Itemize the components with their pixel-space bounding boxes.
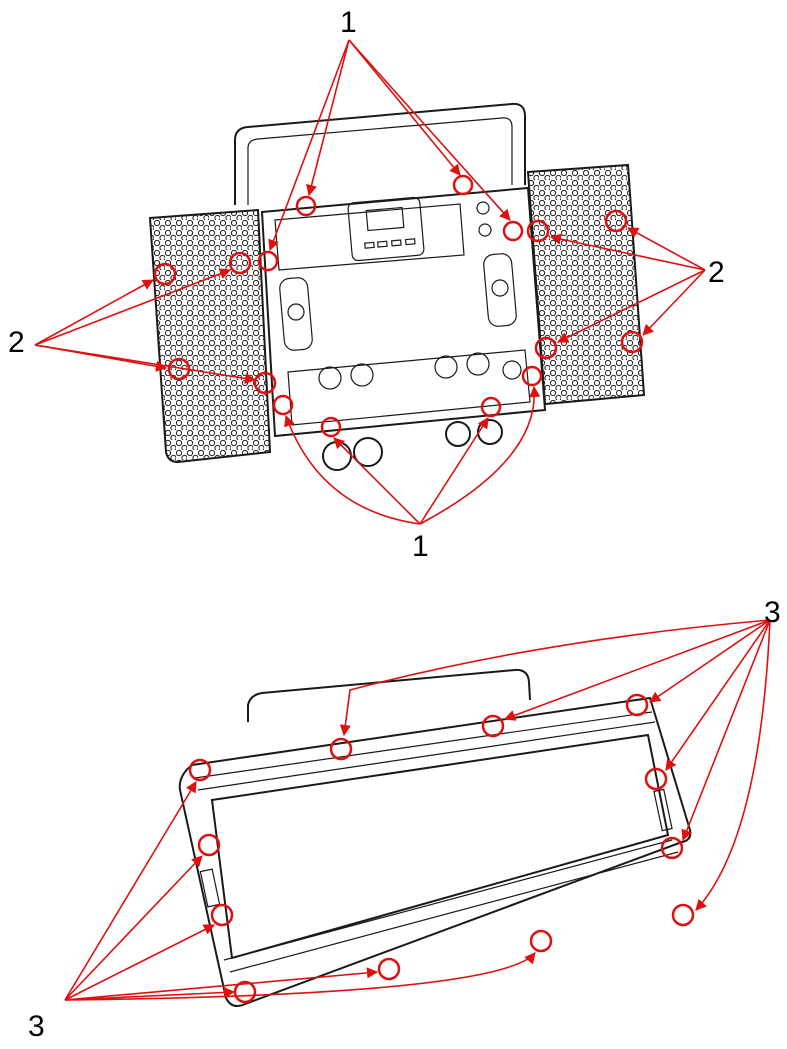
right-vent-panel [526,163,646,406]
screw-callouts-1 [257,174,543,438]
leaders-bottom-left-3 [64,781,536,1001]
carry-handle [234,102,526,205]
callout-label-2-right: 2 [708,256,725,289]
rear-view-device [148,102,646,471]
leaders-top-1 [268,39,511,252]
leaders-bottom-1 [284,385,541,525]
display-screen [365,206,405,232]
callout-label-1-top: 1 [340,6,357,39]
leaders-left-2 [34,268,257,384]
control-panel [347,196,425,262]
connector-cap [322,441,352,471]
side-latch-right [653,788,673,832]
side-latch-left [199,868,221,908]
screw-callouts-3 [188,693,695,1004]
left-mount-bracket [279,277,313,351]
callout-label-3-bottom-left: 3 [28,1010,45,1043]
leaders-top-right-3 [339,619,771,911]
leaders-right-2 [549,227,706,343]
left-vent-panel [148,208,272,464]
callout-label-3-top-right: 3 [764,596,781,629]
rear-handle [247,668,531,722]
callout-label-2-left: 2 [8,326,25,359]
callout-label-1-bottom: 1 [412,530,429,563]
front-view-device [178,668,692,1007]
right-mount-bracket [483,253,517,327]
